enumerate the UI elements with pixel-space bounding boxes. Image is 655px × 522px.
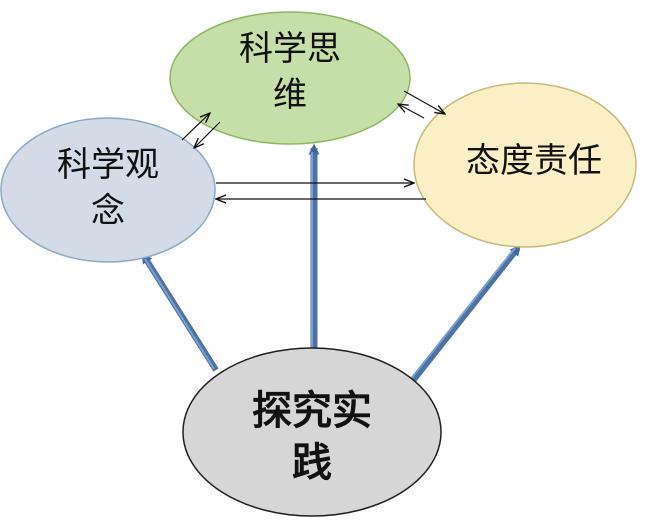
practice-label-line2: 践 (292, 440, 332, 486)
arrow-practice-to-attitude (409, 244, 521, 384)
concept-label-line1: 科学观 (57, 145, 159, 185)
arrow-thinking-to-concept (194, 121, 221, 148)
node-thinking (169, 11, 411, 145)
node-practice (182, 347, 442, 517)
arrow-thinking-to-attitude (403, 90, 445, 114)
thick-arrows (141, 143, 521, 384)
node-concept (0, 117, 216, 263)
practice-label-line1: 探究实 (252, 388, 372, 434)
attitude-label: 态度责任 (466, 141, 602, 181)
thinking-label-line2: 维 (273, 75, 307, 115)
thinking-label-line1: 科学思 (239, 29, 341, 69)
arrow-attitude-to-thinking (398, 104, 425, 119)
arrow-concept-to-thinking (181, 113, 210, 141)
concept-label-line2: 念 (91, 191, 125, 231)
node-attitude (413, 82, 637, 248)
thin-arrows (181, 90, 445, 199)
arrow-practice-to-attitude-highlight (409, 247, 516, 381)
arrow-practice-to-concept-highlight (144, 258, 215, 370)
